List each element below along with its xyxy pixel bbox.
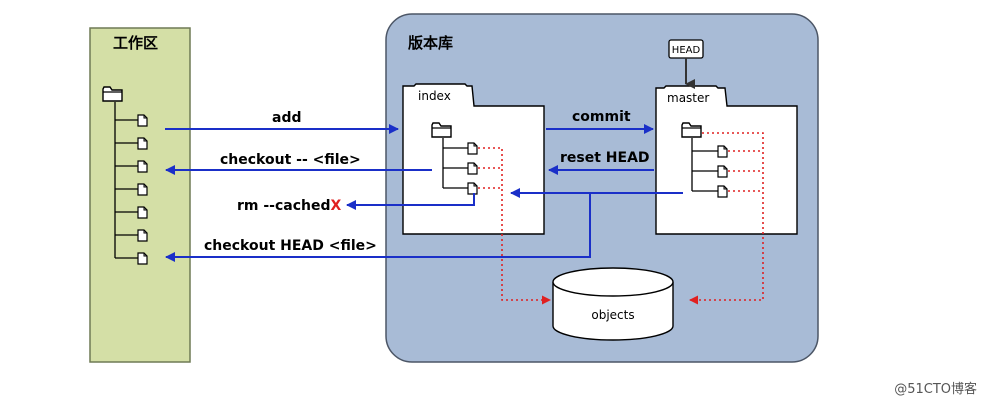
objects-store: objects [552,267,674,341]
rm-cached-command-label: rm --cachedX [237,198,342,214]
head-pointer: HEAD [668,39,704,89]
file-icon [137,206,148,219]
object-links [478,132,764,305]
repository-title: 版本库 [408,34,453,52]
master-label: master [667,91,709,105]
commit-command-label: commit [572,109,631,125]
command-arrows [165,124,683,262]
reset-head-command-label: reset HEAD [560,150,650,166]
file-icon [717,145,728,158]
head-label: HEAD [672,45,701,56]
rm-cached-x-mark: X [331,198,342,214]
file-icon [137,229,148,242]
index-box: index [402,83,545,235]
index-to-objects-link [478,147,551,305]
file-icon [717,185,728,198]
rm-cached-arrow [346,193,475,210]
objects-label: objects [591,308,634,322]
checkout-head-arrow [165,194,591,262]
workspace-title: 工作区 [113,34,158,52]
file-icon [467,162,478,175]
file-icon [137,252,148,265]
file-icon [467,182,478,195]
add-command-label: add [272,110,302,126]
file-icon [717,165,728,178]
workspace-panel: 工作区 [89,27,191,363]
file-icon [467,142,478,155]
index-label: index [418,89,451,103]
workspace-file-tree [114,102,138,259]
checkout-command-label: checkout -- <file> [220,152,361,168]
watermark: @51CTO博客 [894,382,977,397]
file-icon [137,114,148,127]
file-icon [137,137,148,150]
file-icon [137,160,148,173]
master-to-objects-link [689,132,764,305]
master-box: master [655,85,798,235]
checkout-head-command-label: checkout HEAD <file> [204,238,377,254]
file-icon [137,183,148,196]
